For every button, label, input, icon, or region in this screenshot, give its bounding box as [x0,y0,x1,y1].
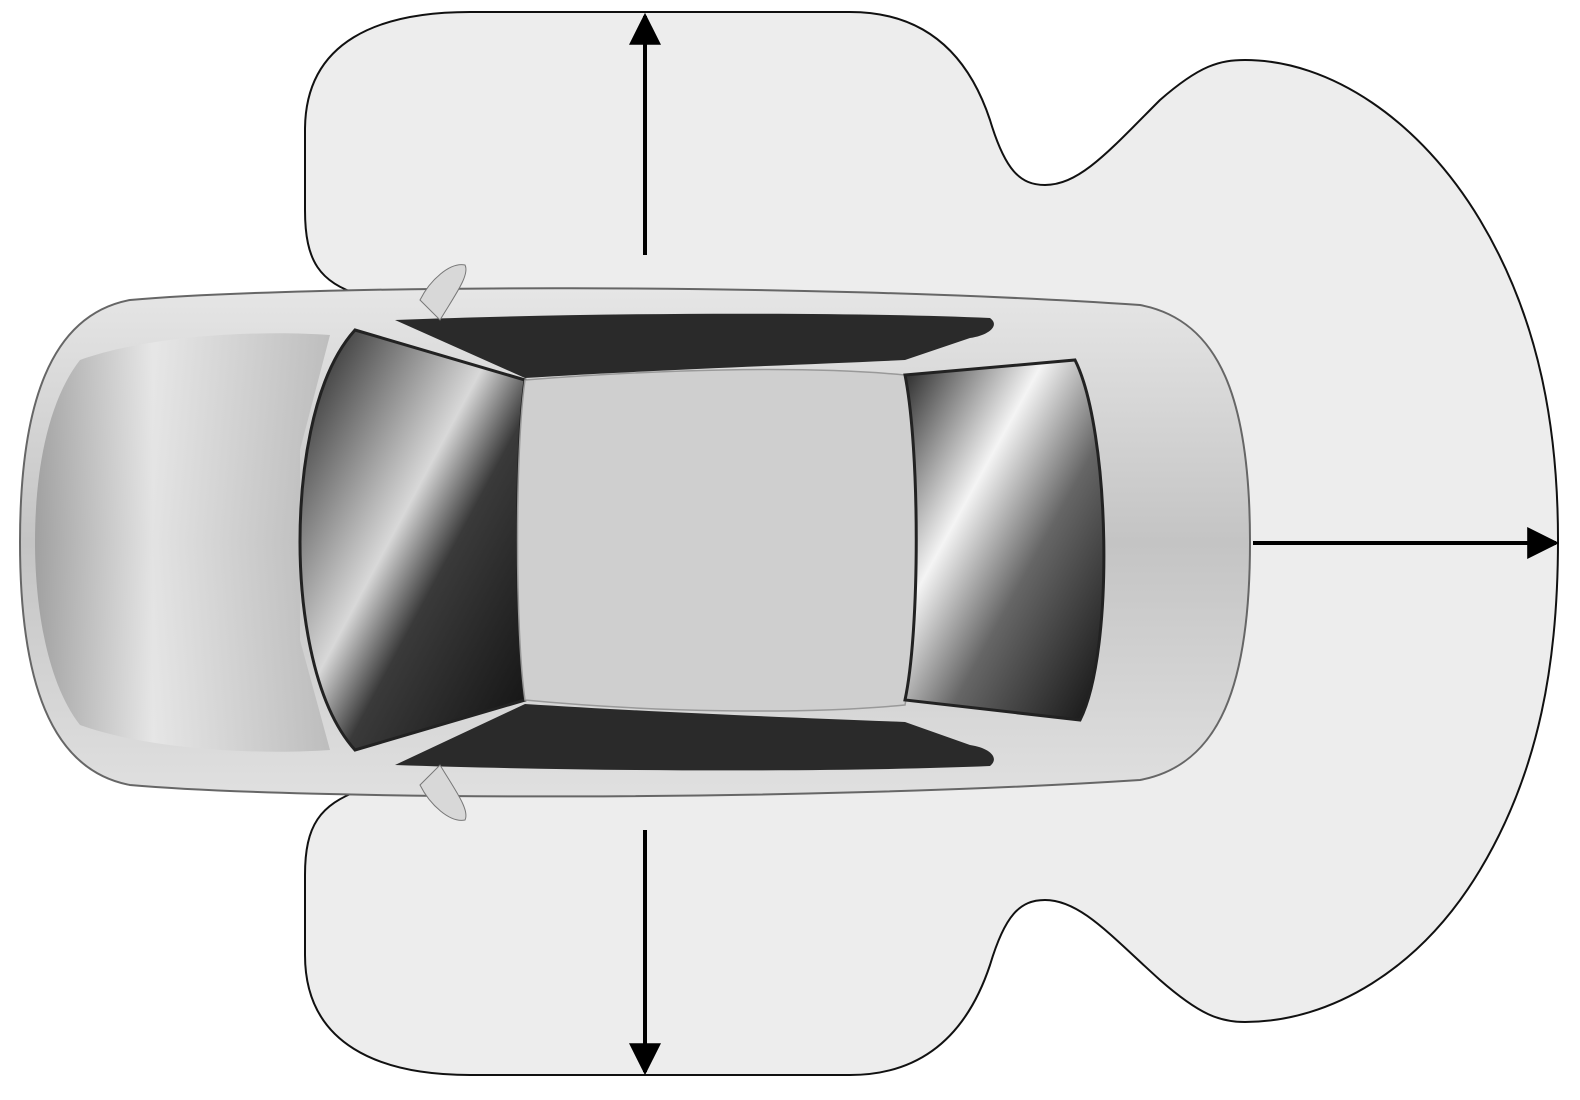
side-window-top [395,313,994,378]
mirror-right [419,764,467,821]
roof [516,368,917,712]
car-hood [35,333,330,752]
rear-window [903,358,1106,722]
side-window-bottom [395,704,994,771]
windshield [298,328,527,752]
car [18,264,1252,821]
mirror-left [419,264,467,321]
